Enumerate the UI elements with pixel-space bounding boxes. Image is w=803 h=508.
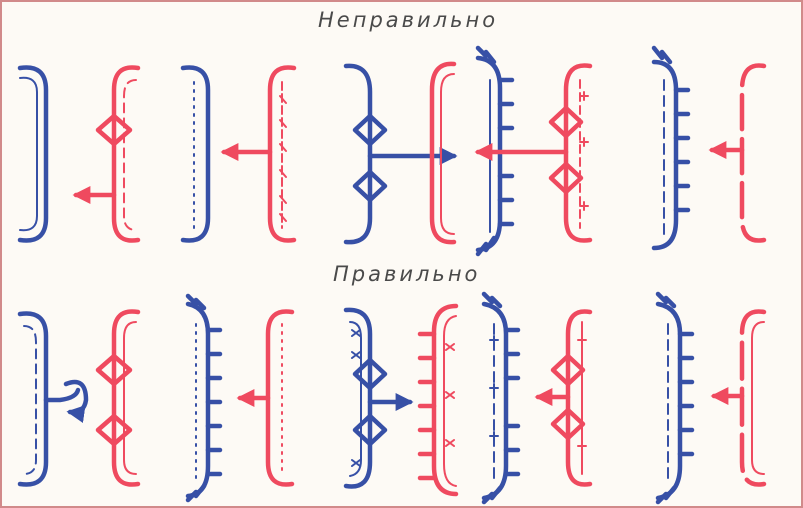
panel-right-3 xyxy=(343,303,459,497)
red-membrane xyxy=(111,309,141,487)
blue-branch-bottom xyxy=(655,485,677,505)
red-membrane-inner xyxy=(751,321,765,475)
blue-diamond-upper xyxy=(352,357,388,391)
red-membrane xyxy=(265,309,295,487)
panel-right-1 xyxy=(17,309,141,487)
red-diamond xyxy=(95,113,133,147)
blue-membrane-inner xyxy=(19,76,38,232)
red-membrane-inner xyxy=(440,73,455,235)
red-membrane-inner xyxy=(123,321,137,475)
red-membrane xyxy=(429,61,457,245)
blue-branch-bottom xyxy=(481,485,503,505)
red-diamond-lower xyxy=(95,413,133,447)
blue-membrane xyxy=(17,311,49,487)
panel-wrong-4 xyxy=(474,45,593,257)
red-spikes xyxy=(417,331,437,481)
blue-branch-top xyxy=(185,293,207,311)
blue-diamond-lower xyxy=(352,169,388,203)
panel-right-4 xyxy=(481,291,593,505)
blue-inner-marks xyxy=(489,335,499,441)
blue-hook xyxy=(43,387,81,403)
red-membrane xyxy=(431,303,459,497)
blue-spikes xyxy=(677,331,695,457)
red-diamond-upper xyxy=(548,105,584,139)
red-diamond-lower xyxy=(550,407,586,441)
blue-diamond-upper xyxy=(352,113,388,147)
panel-wrong-2 xyxy=(180,65,297,243)
blue-branch-top xyxy=(475,45,497,65)
red-diamond-upper xyxy=(95,353,133,387)
panel-right-2 xyxy=(185,293,295,503)
heading-right: Правильно xyxy=(333,262,481,286)
blue-membrane xyxy=(185,301,211,499)
red-diamond-upper xyxy=(550,353,586,387)
blue-branch-top xyxy=(651,45,673,65)
red-inner-marks xyxy=(445,343,455,447)
red-membrane xyxy=(739,63,767,243)
blue-spikes xyxy=(503,327,521,477)
heading-wrong: Неправильно xyxy=(318,8,499,32)
blue-membrane xyxy=(180,65,211,243)
red-membrane xyxy=(563,63,593,243)
red-membrane xyxy=(565,309,593,487)
panel-wrong-5 xyxy=(651,45,767,251)
red-membrane-inner xyxy=(123,79,137,231)
blue-membrane xyxy=(17,65,49,243)
blue-curved-arrow xyxy=(63,379,89,423)
blue-branch-top xyxy=(481,291,503,309)
blue-branch-bottom xyxy=(475,235,497,257)
red-diamond-lower xyxy=(548,161,584,195)
panel-wrong-3 xyxy=(343,61,458,245)
blue-membrane-inner xyxy=(23,325,37,475)
red-membrane-inner xyxy=(443,315,457,487)
blue-diamond-lower xyxy=(352,413,388,447)
blue-spikes xyxy=(673,87,691,213)
blue-spikes xyxy=(497,77,515,227)
blue-spikes xyxy=(205,327,223,477)
blue-membrane xyxy=(651,59,679,251)
panel-right-5 xyxy=(655,291,767,505)
blue-membrane-inner xyxy=(349,321,362,477)
red-inner-marks xyxy=(579,91,589,211)
red-inner-marks xyxy=(577,335,587,451)
blue-membrane xyxy=(343,307,373,489)
blue-branch-top xyxy=(655,291,677,309)
blue-inner-marks xyxy=(351,329,361,467)
blue-branch-bottom xyxy=(185,483,207,503)
red-membrane xyxy=(111,65,141,243)
blue-membrane xyxy=(343,63,373,245)
red-inner-marks xyxy=(279,95,287,222)
panel-wrong-1 xyxy=(17,65,141,243)
